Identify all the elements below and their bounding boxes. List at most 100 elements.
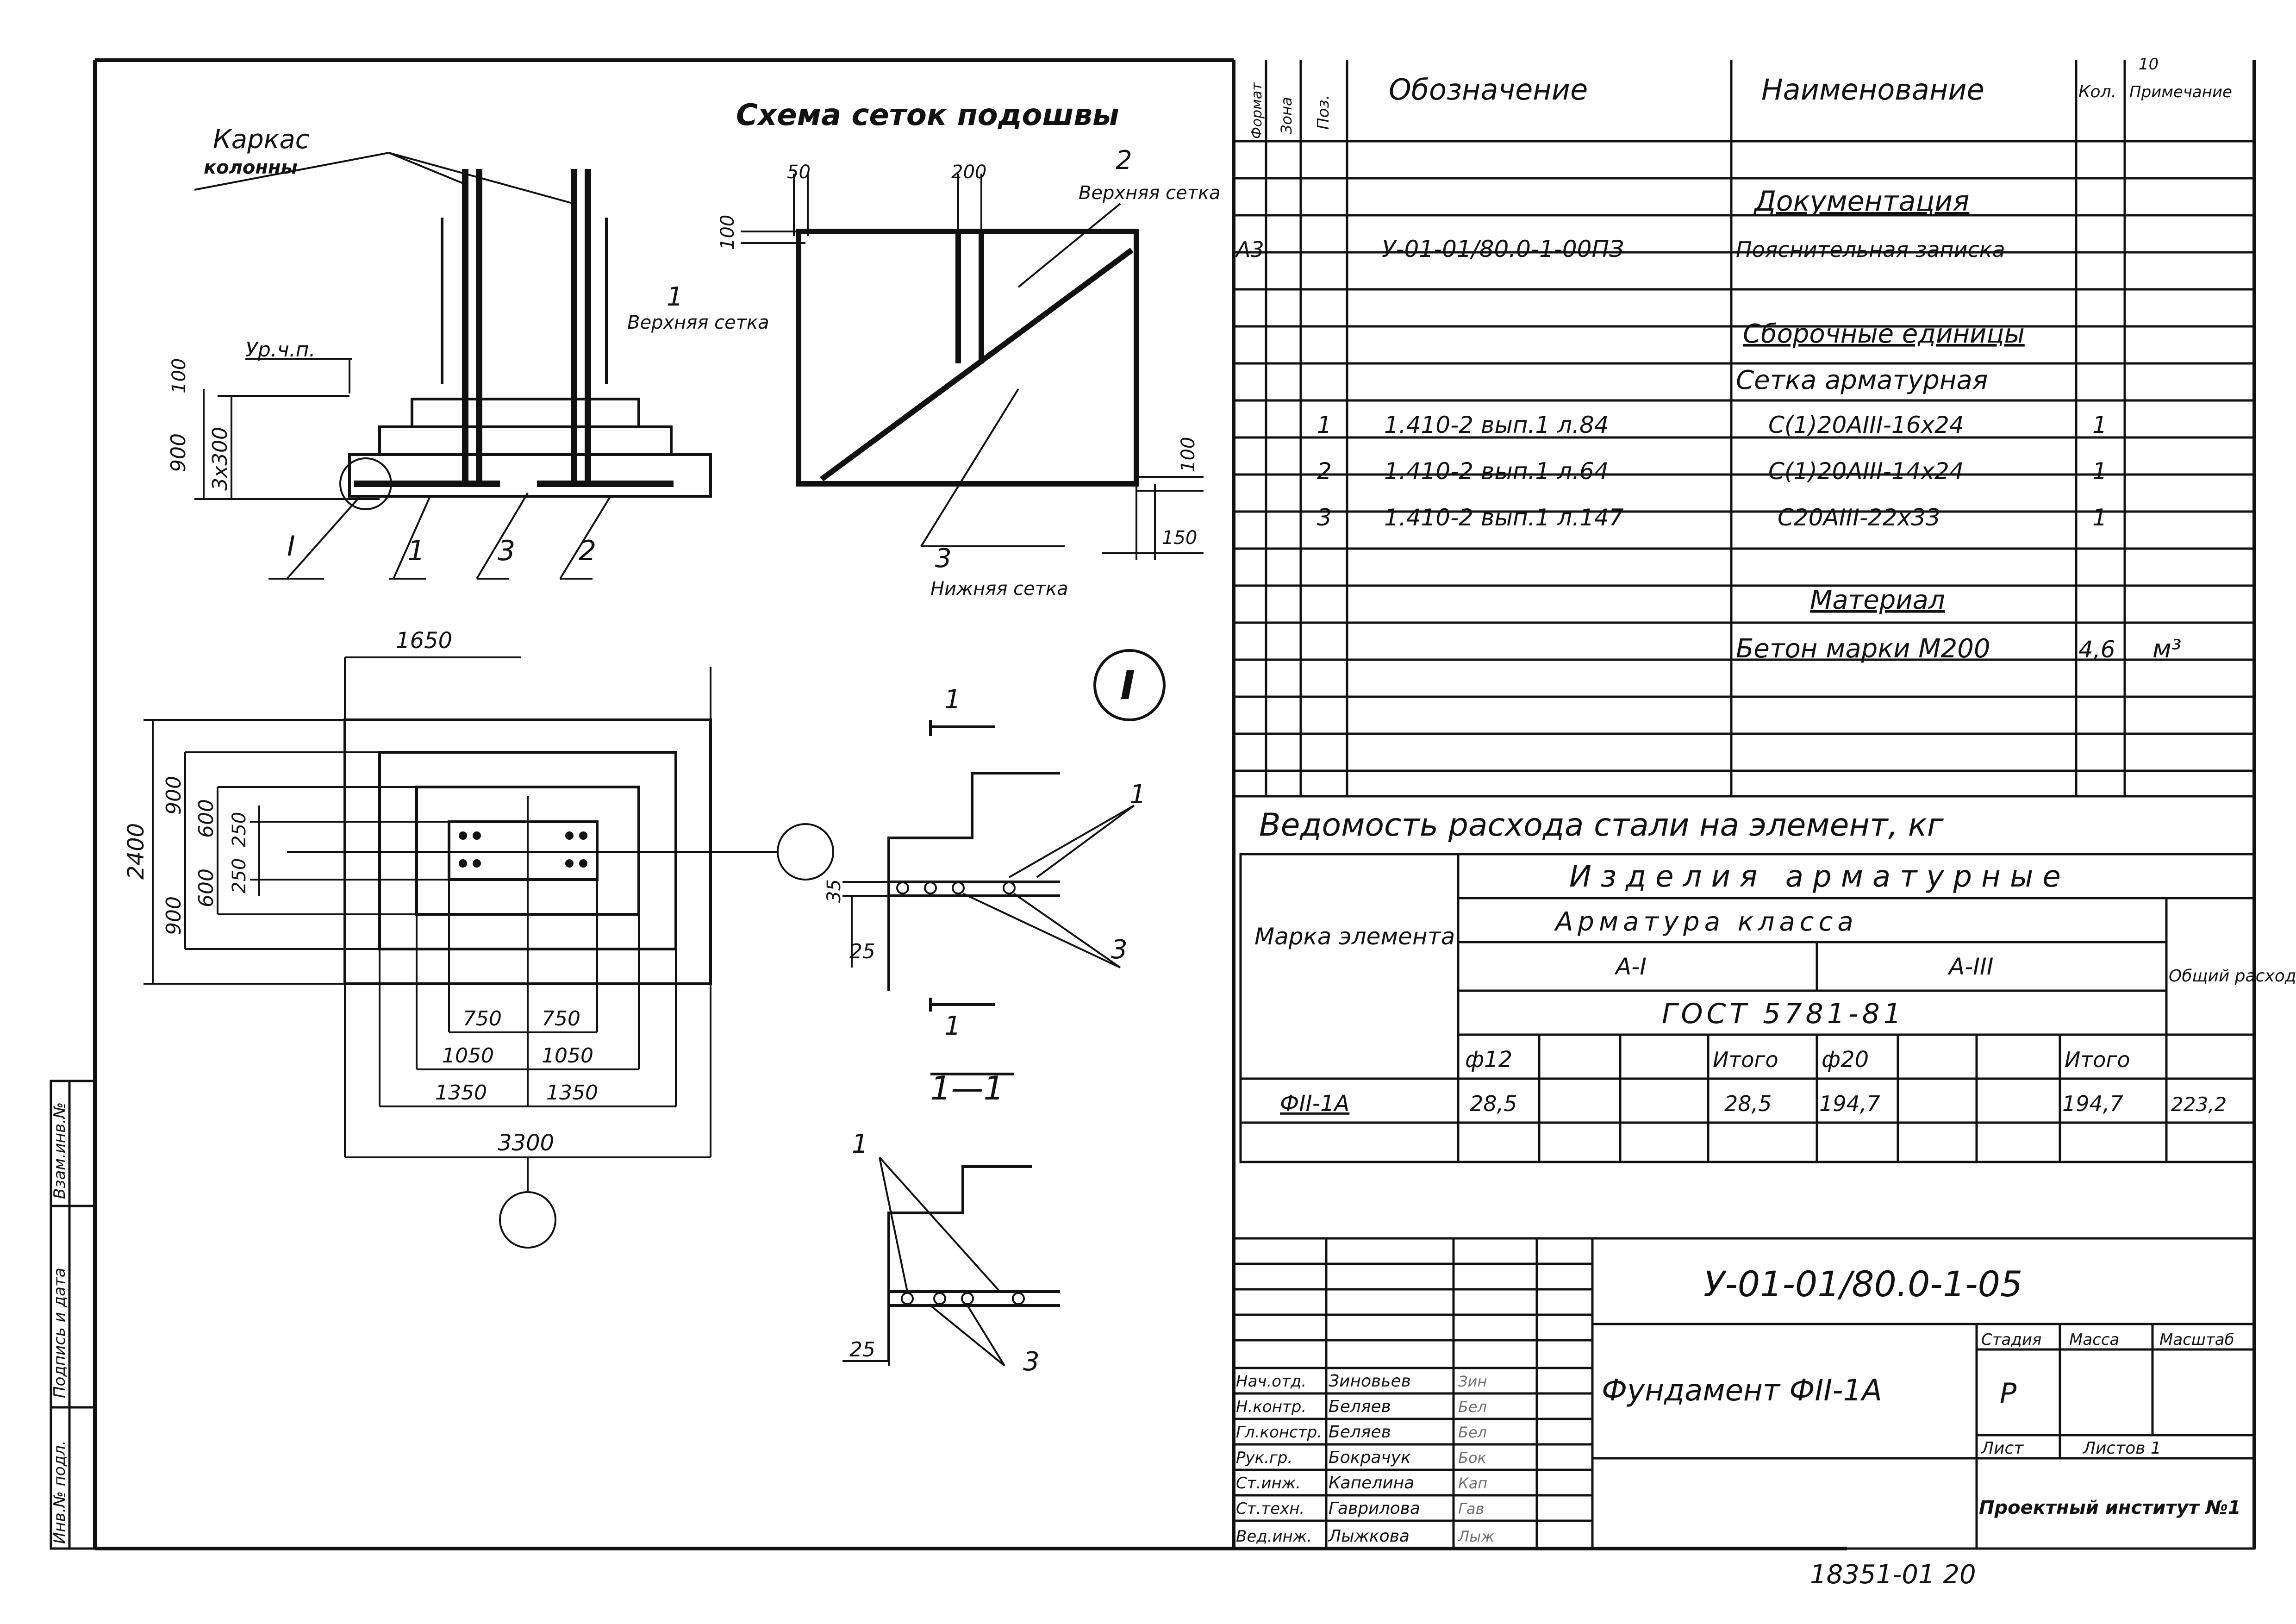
plan-dim-600-top: 600 xyxy=(194,799,218,838)
stamp-stadia: Р xyxy=(2000,1377,2017,1410)
plan-dim-250-bottom: 250 xyxy=(229,858,250,893)
elev-pos-I: I xyxy=(287,530,295,562)
steel-row-marka: ФII-1А xyxy=(1280,1091,1349,1117)
stamp-role-2: Гл.констр. xyxy=(1236,1423,1322,1442)
cut-mark-top: 1 xyxy=(944,685,961,715)
side-stamp xyxy=(50,1080,96,1550)
mesh-scheme-title: Схема сеток подошвы xyxy=(736,98,1119,132)
stamp-sig-2: Бел xyxy=(1458,1424,1487,1441)
stamp-person-0: Зиновьев xyxy=(1329,1372,1411,1391)
spec-sheet-note: 10 xyxy=(2139,55,2159,74)
spec-header-naim: Наименование xyxy=(1761,73,1984,106)
steel-title: Ведомость расхода стали на элемент, кг xyxy=(1259,807,1944,843)
side-stamp-vzam: Взам.инв.№ xyxy=(50,1102,69,1199)
steel-h-gost: ГОСТ 5781-81 xyxy=(1662,998,1905,1030)
plan-dim-250-top: 250 xyxy=(229,812,250,847)
mesh-scheme-pos-2: 2 xyxy=(1116,145,1132,175)
ur-label: Ур.ч.п. xyxy=(245,338,315,362)
spec-row-concrete-kol: 4,6 xyxy=(2078,636,2115,663)
elevation-view xyxy=(194,152,712,580)
stamp-role-6: Вед.инж. xyxy=(1236,1527,1312,1546)
spec-row-1-naim: С(1)20АIII-16x24 xyxy=(1768,412,1964,438)
dim-100-mesh-right: 100 xyxy=(1178,437,1199,472)
section-pos-1-top: 1 xyxy=(1129,780,1146,810)
section-dim-25: 25 xyxy=(849,940,875,963)
dim-900-elev: 900 xyxy=(167,433,190,472)
stamp-person-4: Капелина xyxy=(1329,1474,1414,1493)
stamp-person-6: Лыжкова xyxy=(1328,1527,1410,1546)
steel-h-izdelia: Изделия арматурные xyxy=(1569,860,2070,894)
spec-row-mesh-group: Сетка арматурная xyxy=(1736,365,1988,395)
section-pos-1-bottom: 1 xyxy=(852,1129,868,1159)
spec-row-3-pos: 3 xyxy=(1317,504,1332,531)
karkas-label: Каркас xyxy=(213,125,310,155)
stamp-h-stadia: Стадия xyxy=(1981,1330,2041,1349)
spec-header-oboz: Обозначение xyxy=(1389,73,1588,106)
plan-view xyxy=(144,656,834,1249)
plan-dim-1350-right: 1350 xyxy=(546,1081,598,1105)
steel-sub-itogo-a3: Итого xyxy=(2065,1047,2130,1072)
spec-row-2-pos: 2 xyxy=(1317,458,1332,485)
spec-row-1-kol: 1 xyxy=(2092,412,2107,438)
side-stamp-sign: Подпись и дата xyxy=(50,1268,69,1398)
stamp-sig-5: Гав xyxy=(1458,1500,1484,1518)
plan-dim-2400: 2400 xyxy=(123,823,149,880)
elev-pos-1: 1 xyxy=(407,535,425,567)
footer-number: 18351-01 20 xyxy=(1810,1560,1976,1590)
spec-row-3-oboz: 1.410-2 вып.1 л.147 xyxy=(1384,504,1624,531)
stamp-h-masshtab: Масштаб xyxy=(2159,1330,2234,1349)
stamp-role-3: Рук.гр. xyxy=(1236,1449,1292,1467)
spec-header-zone: Зона xyxy=(1278,97,1295,134)
stamp-code: У-01-01/80.0-1-05 xyxy=(1703,1263,2022,1305)
stamp-person-3: Бокрачук xyxy=(1329,1448,1411,1467)
spec-table-grid xyxy=(1234,60,2254,798)
spec-header-kol: Кол. xyxy=(2078,82,2116,101)
stamp-role-1: Н.контр. xyxy=(1236,1398,1306,1416)
mesh-2-label: Верхняя сетка xyxy=(1079,182,1221,204)
dim-100-mesh-top: 100 xyxy=(717,215,738,250)
mesh-1-label: Верхняя сетка xyxy=(627,312,769,333)
spec-row-assemblies: Сборочные единицы xyxy=(1743,319,2025,349)
steel-sub-itogo-a1: Итого xyxy=(1713,1047,1778,1072)
stamp-sig-4: Кап xyxy=(1458,1474,1487,1492)
section-pos-3-bottom: 3 xyxy=(1023,1347,1040,1377)
dim-100-elev: 100 xyxy=(168,358,190,394)
dim-50: 50 xyxy=(787,162,811,183)
plan-dim-600-bottom: 600 xyxy=(194,868,218,907)
spec-header-pos: Поз. xyxy=(1314,95,1333,130)
stamp-name: Фундамент ФII-1А xyxy=(1602,1374,1882,1408)
callout-I: I xyxy=(1120,662,1135,709)
spec-row-naim-pz: Пояснительная записка xyxy=(1736,237,2005,262)
spec-row-1-oboz: 1.410-2 вып.1 л.84 xyxy=(1384,412,1609,438)
dim-150: 150 xyxy=(1162,527,1197,549)
stamp-person-5: Гаврилова xyxy=(1329,1499,1420,1518)
spec-row-3-naim: С20АIII-22x33 xyxy=(1778,504,1940,531)
spec-row-concrete-unit: м³ xyxy=(2152,634,2181,663)
spec-row-concrete: Бетон марки М200 xyxy=(1736,634,1990,664)
plan-dim-1050-left: 1050 xyxy=(442,1044,494,1068)
steel-h-total: Общий расход xyxy=(2169,967,2296,986)
section-dim-25-lower: 25 xyxy=(849,1338,875,1362)
stamp-org: Проектный институт №1 xyxy=(1979,1497,2241,1518)
stamp-sig-6: Лыж xyxy=(1458,1528,1494,1545)
steel-sub-f20: ф20 xyxy=(1822,1047,1869,1073)
spec-row-oboz-pz: У-01-01/80.0-1-00ПЗ xyxy=(1382,236,1624,262)
plan-dim-3300: 3300 xyxy=(498,1130,554,1156)
section-label: 1—1 xyxy=(930,1069,1004,1107)
spec-row-2-kol: 1 xyxy=(2092,458,2107,485)
stamp-h-massa: Масса xyxy=(2069,1330,2119,1349)
plan-dim-1050-right: 1050 xyxy=(542,1044,593,1068)
spec-row-2-naim: С(1)20АIII-14x24 xyxy=(1768,458,1964,485)
mesh-scheme-pos-1: 1 xyxy=(667,282,683,312)
cut-mark-bottom: 1 xyxy=(944,1011,961,1041)
side-stamp-inv: Инв.№ подл. xyxy=(50,1440,69,1544)
spec-row-2-oboz: 1.410-2 вып.1 л.64 xyxy=(1384,458,1609,485)
stamp-role-5: Ст.техн. xyxy=(1236,1499,1304,1518)
spec-row-format-a3: А3 xyxy=(1235,237,1264,262)
elev-pos-3: 3 xyxy=(498,535,515,567)
plan-dim-750-left: 750 xyxy=(463,1007,502,1031)
sheet-frame xyxy=(93,58,2256,1550)
kolonny-label: колонны xyxy=(204,157,298,178)
spec-row-material: Материал xyxy=(1810,585,1945,615)
